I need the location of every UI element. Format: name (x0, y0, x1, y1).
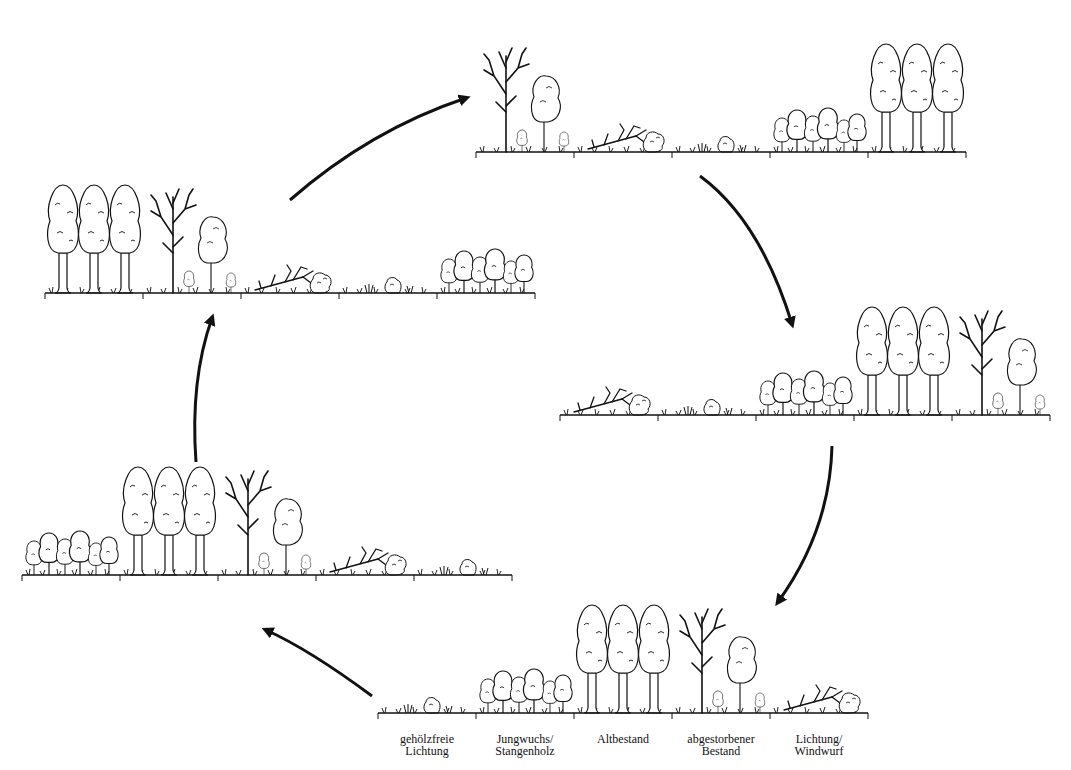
cycle-arrows (195, 98, 832, 696)
forest-panel (560, 307, 1050, 421)
segment-label: abgestorbener Bestand (680, 733, 762, 757)
forest-panel (378, 605, 868, 719)
forest-panel (45, 185, 535, 299)
forest-panel (22, 467, 512, 581)
segment-label: Altbestand (582, 733, 664, 745)
segment-label: gehölzfreie Lichtung (386, 733, 468, 757)
segment-label: Lichtung/ Windwurf (778, 733, 860, 757)
forest-panel (476, 44, 966, 158)
segment-label: Jungwuchs/ Stangenholz (484, 733, 566, 757)
